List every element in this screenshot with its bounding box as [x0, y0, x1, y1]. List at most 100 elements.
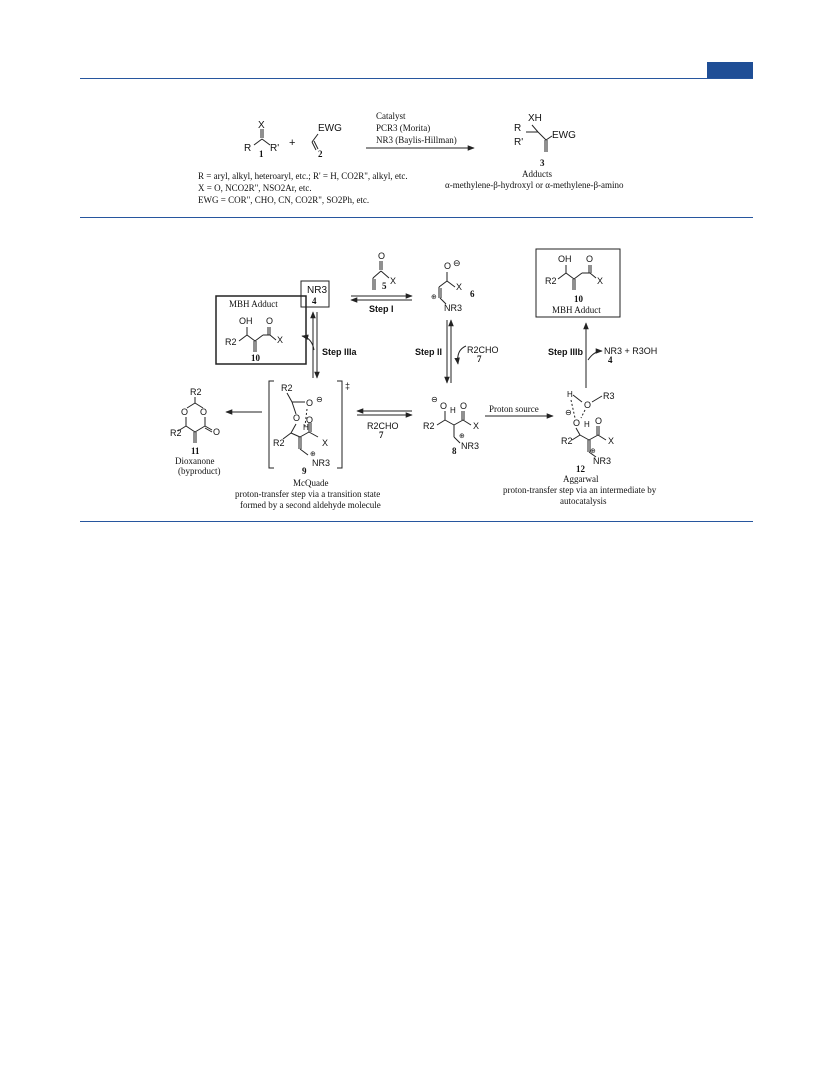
product-description: α-methylene-β-hydroxyl or α-methylene-β-… — [445, 180, 624, 190]
header-tab — [707, 62, 753, 79]
dioxanone-sub: (byproduct) — [178, 466, 221, 476]
dioxanone-o3: O — [213, 427, 220, 437]
product-rp: R' — [514, 137, 523, 148]
mbh-adduct-left: MBH Adduct OH O R2 X 10 — [215, 295, 307, 365]
step-2-aldehyde: R2CHO — [467, 345, 499, 355]
ts-o-charge: ⊖ — [316, 395, 323, 404]
step-3a-curved-arrow — [301, 334, 315, 351]
step-3b-release: NR3 + R3OH — [604, 346, 657, 356]
alkoxide-8: ⊖ O R2 H O X ⊕ NR3 8 — [423, 395, 479, 456]
int-o-top: O — [584, 400, 591, 410]
dioxanone-11: R2 O O R2 O 11 Dioxanone (byproduct) — [170, 387, 221, 476]
step-2-aldehyde-number: 7 — [477, 354, 482, 364]
step-3b-arrow: Step IIIb NR3 + R3OH 4 — [548, 322, 657, 388]
product-r: R — [514, 123, 521, 134]
alkoxide-carbonyl-o: O — [460, 401, 467, 411]
product-ewg: EWG — [552, 130, 576, 141]
ts-h: H — [303, 423, 309, 432]
ts-equilibrium: R2CHO 7 — [356, 408, 413, 440]
catalyst-label: NR3 — [307, 285, 327, 296]
mechanism-scheme: NR3 4 O X 5 Step I O ⊖ — [170, 248, 657, 510]
int-nr3: NR3 — [593, 456, 611, 466]
step-2-label: Step II — [415, 347, 442, 357]
adduct-right-label: MBH Adduct — [552, 305, 601, 315]
adduct-right-oh: OH — [558, 254, 572, 264]
int-n-charge: ⊕ — [590, 448, 596, 455]
ts-number: 9 — [302, 466, 307, 476]
acrylate-number: 5 — [382, 281, 387, 291]
definition-x: X = O, NCO2R", NSO2Ar, etc. — [198, 183, 312, 193]
ts-nr3: NR3 — [312, 458, 330, 468]
step-3b-label: Step IIIb — [548, 347, 584, 357]
zwitterion-6: O ⊖ X 6 ⊕ NR3 — [431, 258, 475, 313]
int-r2: R2 — [561, 436, 573, 446]
int-carbonyl-o: O — [595, 416, 602, 426]
adduct-left-oh: OH — [239, 316, 253, 326]
ts-r2-top: R2 — [281, 383, 293, 393]
condition-morita: PCR3 (Morita) — [376, 123, 430, 133]
plus-sign: + — [289, 137, 295, 149]
step-3b-release-number: 4 — [608, 355, 613, 365]
bottom-rule — [80, 521, 753, 522]
reactant-2-ewg: EWG — [318, 123, 342, 134]
int-h2: H — [584, 420, 590, 429]
definition-r: R = aryl, alkyl, heteroaryl, etc.; R' = … — [198, 171, 408, 181]
reactant-2-number: 2 — [318, 149, 323, 159]
aggarwal-line-2: autocatalysis — [560, 496, 607, 506]
proton-source-label: Proton source — [489, 404, 539, 414]
adduct-left-number: 10 — [251, 353, 261, 363]
int-number: 12 — [576, 464, 586, 474]
int-h: H — [567, 390, 573, 399]
ts-x: X — [322, 438, 328, 448]
condition-baylis-hillman: NR3 (Baylis-Hillman) — [376, 135, 457, 145]
int-o: O — [573, 418, 580, 428]
catalyst-4: NR3 4 — [300, 280, 330, 308]
condition-catalyst: Catalyst — [376, 111, 406, 121]
product-xh: XH — [528, 113, 542, 124]
mcquade-title: McQuade — [293, 478, 329, 488]
definition-ewg: EWG = COR", CHO, CN, CO2R", SO2Ph, etc. — [198, 195, 369, 205]
step-3a-equilibrium: Step IIIa — [310, 311, 358, 379]
adduct-right-number: 10 — [574, 294, 584, 304]
intermediate-12: H O R3 ⊖ O H R2 O X ⊕ NR3 12 — [561, 390, 615, 474]
acrylate-o: O — [378, 251, 385, 261]
product-3: XH R R' EWG 3 Adducts α-methylene-β-hydr… — [445, 113, 624, 190]
adduct-right-r2: R2 — [545, 276, 557, 286]
adduct-left-label: MBH Adduct — [229, 299, 278, 309]
alkoxide-n-charge: ⊕ — [459, 433, 465, 440]
conditions-arrow: Catalyst PCR3 (Morita) NR3 (Baylis-Hillm… — [366, 111, 475, 151]
reactant-1-r: R — [244, 143, 251, 154]
zwitterion-o: O — [444, 261, 451, 271]
acrylate-5: O X 5 — [372, 251, 396, 291]
reactant-1-rp: R' — [270, 143, 279, 154]
reactant-1-carbonyl: X R R' 1 — [244, 120, 279, 159]
alkoxide-number: 8 — [452, 446, 457, 456]
int-r3: R3 — [603, 391, 615, 401]
mcquade-line-1: proton-transfer step via a transition st… — [235, 489, 380, 499]
ts-ddagger: ‡ — [345, 381, 350, 391]
step-2-equilibrium: Step II R2CHO 7 — [415, 319, 499, 384]
ts-o-minus: O — [306, 398, 313, 408]
dioxanone-r2-side: R2 — [170, 428, 182, 438]
aggarwal-line-1: proton-transfer step via an intermediate… — [503, 485, 657, 495]
reactant-1-x: X — [258, 120, 265, 131]
acrylate-x: X — [390, 276, 396, 286]
product-label: Adducts — [522, 169, 552, 179]
adduct-left-o: O — [266, 316, 273, 326]
adduct-right-x: X — [597, 276, 603, 286]
zwitterion-x: X — [456, 282, 462, 292]
zwitterion-n-charge: ⊕ — [431, 294, 437, 301]
alkoxide-nr3: NR3 — [461, 441, 479, 451]
zwitterion-number: 6 — [470, 289, 475, 299]
ts-n-charge: ⊕ — [310, 451, 316, 458]
alkoxide-h: H — [450, 406, 456, 415]
zwitterion-o-charge: ⊖ — [453, 258, 461, 268]
dioxanone-label: Dioxanone — [175, 456, 215, 466]
step-3a-label: Step IIIa — [322, 347, 358, 357]
alkoxide-x: X — [473, 421, 479, 431]
ts-carbonyl-o: O — [306, 415, 313, 425]
transition-state-9: ‡ R2 O ⊖ O H R2 O X ⊕ NR3 9 — [268, 380, 350, 476]
top-reaction-scheme: X R R' 1 + EWG 2 Catalyst PCR3 (Morita) … — [198, 111, 624, 205]
mcquade-line-2: formed by a second aldehyde molecule — [240, 500, 381, 510]
